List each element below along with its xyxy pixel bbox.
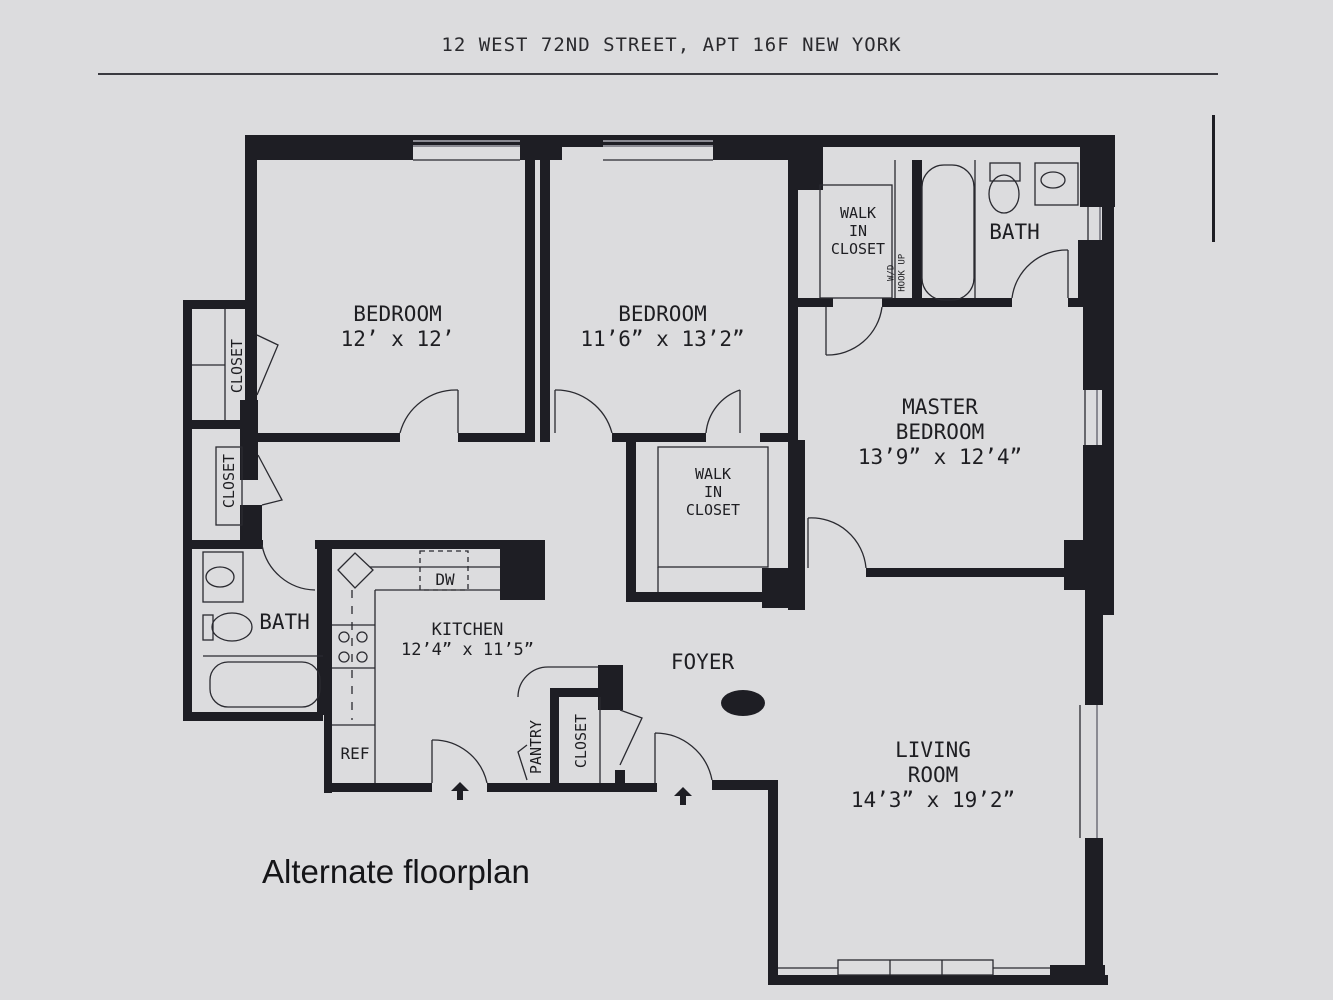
bedroom-wic-line-2: IN [703,483,723,501]
master-wic-line-3: CLOSET [830,240,886,258]
bedroom-wic-line-1: WALK [694,465,732,483]
header-rule [98,73,1218,75]
bedroom-wic-label: WALK IN CLOSET [678,465,748,519]
caption-alternate-floorplan: Alternate floorplan [262,853,530,890]
closet-hall-label: CLOSET [220,453,238,509]
closet-bedroom-1-label: CLOSET [228,338,246,394]
kitchen-size: 12’4” x 11’5” [400,640,535,661]
master-bedroom-size: 13’9” x 12’4” [857,445,1023,470]
bedroom-2-size: 11’6” x 13’2” [580,327,745,352]
refrigerator-label: REF [340,744,370,763]
wd-hookup-line-1: W/D [886,264,897,281]
master-wic-label: WALK IN CLOSET [823,204,893,258]
bedroom-1-label: BEDROOM 12’ x 12’ [330,302,465,352]
foyer-label: FOYER [670,650,735,674]
bedroom-1-size: 12’ x 12’ [340,327,455,352]
master-bedroom-name-1: MASTER [902,395,978,419]
hall-bath-label: BATH [259,610,310,634]
master-bath-label: BATH [989,220,1040,244]
bedroom-wic-line-3: CLOSET [685,501,741,519]
bedroom-2-label: BEDROOM 11’6” x 13’2” [565,302,760,352]
living-room-name-2: ROOM [907,763,959,788]
kitchen-name: KITCHEN [431,620,504,640]
wd-hookup-line-2: HOOK UP [897,253,908,292]
living-room-size: 14’3” x 19’2” [850,788,1016,813]
master-bedroom-label: MASTER BEDROOM 13’9” x 12’4” [840,395,1040,471]
living-room-name-1: LIVING [895,738,971,762]
wd-hookup-label: W/D HOOK UP [887,250,909,295]
bedroom-2-name: BEDROOM [618,302,707,326]
master-wic-line-1: WALK [839,204,877,222]
pantry-label: PANTRY [527,719,545,775]
master-bedroom-name-2: BEDROOM [895,420,985,445]
master-wic-line-2: IN [848,222,868,240]
kitchen-label: KITCHEN 12’4” x 11’5” [380,620,555,661]
living-room-label: LIVING ROOM 14’3” x 19’2” [833,738,1033,814]
dishwasher-label: DW [435,570,455,589]
bedroom-1-name: BEDROOM [353,302,442,326]
margin-tick-mark [1212,115,1215,242]
closet-foyer-label: CLOSET [572,713,590,769]
address-header: 12 WEST 72ND STREET, APT 16F NEW YORK [441,34,902,56]
